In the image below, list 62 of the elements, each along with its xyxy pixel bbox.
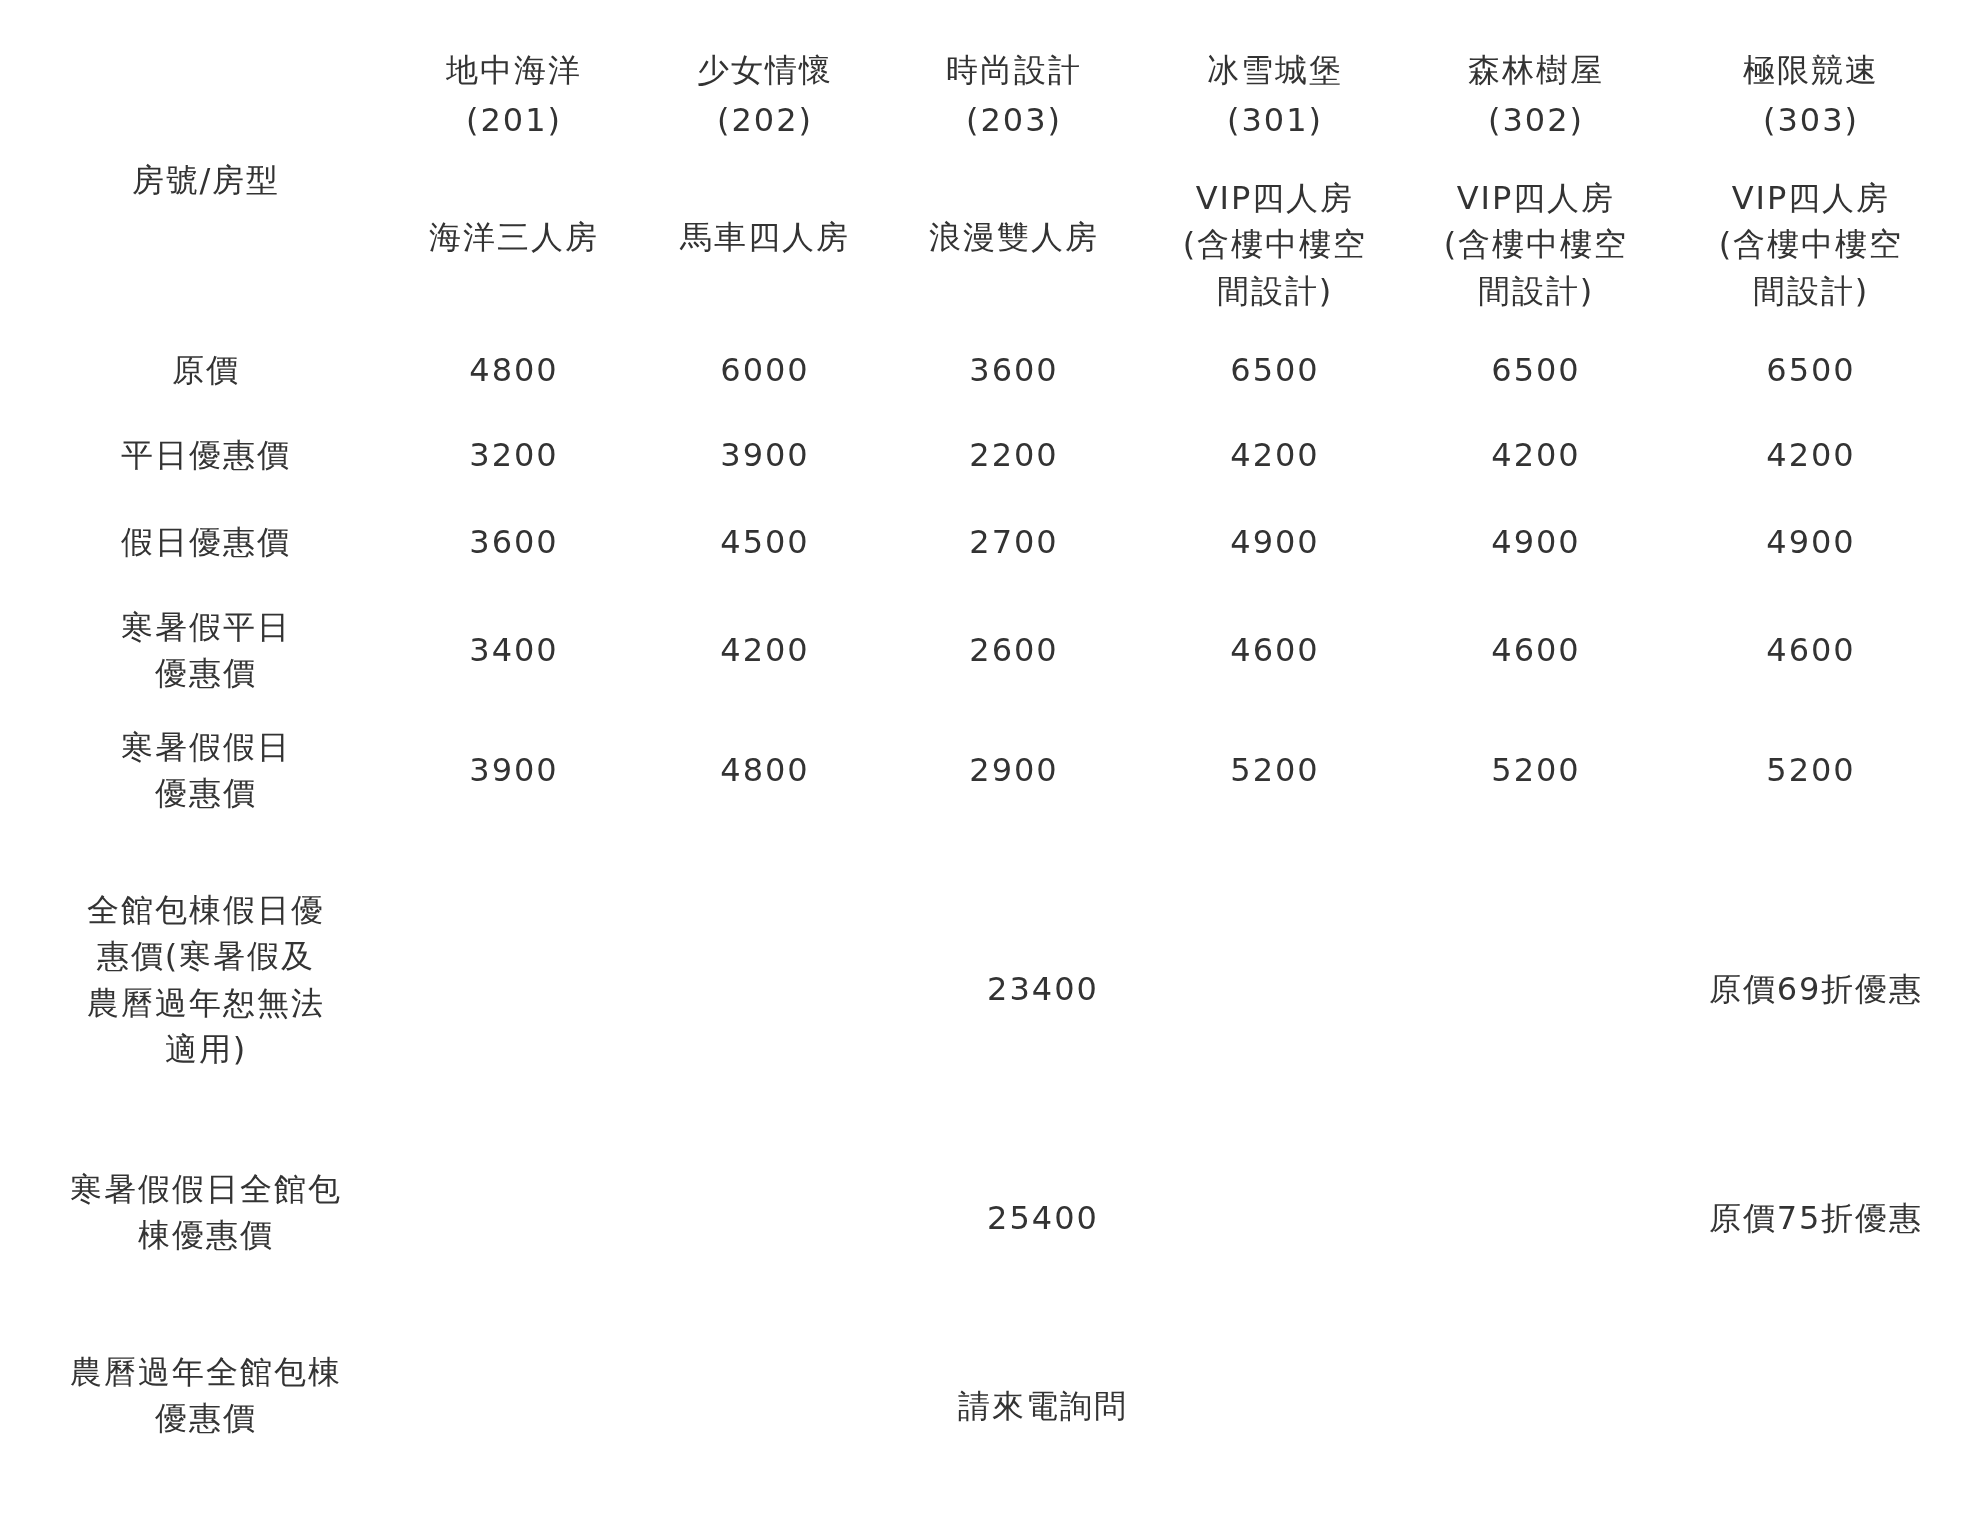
price-value: 2200 bbox=[968, 434, 1060, 476]
note-text: 請來電詢問 bbox=[957, 1385, 1129, 1427]
column-heading: 馬車四人房 bbox=[679, 216, 851, 258]
column-heading: (302) bbox=[1486, 99, 1585, 141]
price-value: 4200 bbox=[1490, 434, 1582, 476]
row-heading: 假日優惠價 bbox=[120, 521, 292, 563]
column-heading: VIP四人房(含樓中樓空間設計) bbox=[1717, 178, 1905, 313]
price-value: 25400 bbox=[986, 1197, 1100, 1239]
column-heading: VIP四人房(含樓中樓空間設計) bbox=[1442, 178, 1630, 313]
price-value: 3600 bbox=[968, 349, 1060, 391]
note-text: 原價75折優惠 bbox=[1707, 1197, 1925, 1239]
price-value: 6500 bbox=[1765, 349, 1857, 391]
row-heading: 平日優惠價 bbox=[120, 434, 292, 476]
price-value: 23400 bbox=[986, 968, 1100, 1010]
column-heading: (201) bbox=[464, 99, 563, 141]
column-heading: 浪漫雙人房 bbox=[928, 216, 1100, 258]
row-heading: 原價 bbox=[171, 349, 241, 391]
column-heading: VIP四人房(含樓中樓空間設計) bbox=[1181, 178, 1369, 313]
price-value: 4200 bbox=[1765, 434, 1857, 476]
price-value: 5200 bbox=[1490, 749, 1582, 791]
price-value: 4600 bbox=[1490, 629, 1582, 671]
row-heading: 寒暑假假日全館包棟優惠價 bbox=[69, 1168, 343, 1256]
price-value: 5200 bbox=[1765, 749, 1857, 791]
column-heading: (202) bbox=[715, 99, 814, 141]
price-value: 3600 bbox=[468, 521, 560, 563]
column-heading: 海洋三人房 bbox=[428, 216, 600, 258]
row-heading: 房號/房型 bbox=[130, 159, 282, 201]
column-heading: 地中海洋 bbox=[445, 49, 583, 91]
price-value: 4200 bbox=[1229, 434, 1321, 476]
price-value: 3900 bbox=[468, 749, 560, 791]
column-heading: 少女情懷 bbox=[696, 49, 834, 91]
column-heading: 極限競速 bbox=[1742, 49, 1880, 91]
row-heading: 農曆過年全館包棟優惠價 bbox=[69, 1351, 343, 1439]
price-value: 4900 bbox=[1229, 521, 1321, 563]
column-heading: 時尚設計 bbox=[945, 49, 1083, 91]
price-value: 2900 bbox=[968, 749, 1060, 791]
price-value: 4900 bbox=[1765, 521, 1857, 563]
price-value: 3400 bbox=[468, 629, 560, 671]
price-value: 3200 bbox=[468, 434, 560, 476]
price-value: 3900 bbox=[719, 434, 811, 476]
price-value: 4600 bbox=[1229, 629, 1321, 671]
price-value: 4600 bbox=[1765, 629, 1857, 671]
price-value: 4900 bbox=[1490, 521, 1582, 563]
column-heading: 森林樹屋 bbox=[1467, 49, 1605, 91]
column-heading: (303) bbox=[1761, 99, 1860, 141]
price-value: 4800 bbox=[468, 349, 560, 391]
column-heading: 冰雪城堡 bbox=[1206, 49, 1344, 91]
row-heading: 全館包棟假日優惠價(寒暑假及農曆過年恕無法適用) bbox=[86, 890, 326, 1071]
row-heading: 寒暑假假日優惠價 bbox=[120, 726, 292, 814]
price-value: 2600 bbox=[968, 629, 1060, 671]
price-value: 6500 bbox=[1229, 349, 1321, 391]
note-text: 原價69折優惠 bbox=[1707, 968, 1925, 1010]
price-value: 6000 bbox=[719, 349, 811, 391]
price-value: 2700 bbox=[968, 521, 1060, 563]
price-value: 5200 bbox=[1229, 749, 1321, 791]
price-value: 4200 bbox=[719, 629, 811, 671]
price-value: 4800 bbox=[719, 749, 811, 791]
price-value: 6500 bbox=[1490, 349, 1582, 391]
column-heading: (203) bbox=[964, 99, 1063, 141]
price-value: 4500 bbox=[719, 521, 811, 563]
column-heading: (301) bbox=[1225, 99, 1324, 141]
row-heading: 寒暑假平日優惠價 bbox=[120, 606, 292, 694]
